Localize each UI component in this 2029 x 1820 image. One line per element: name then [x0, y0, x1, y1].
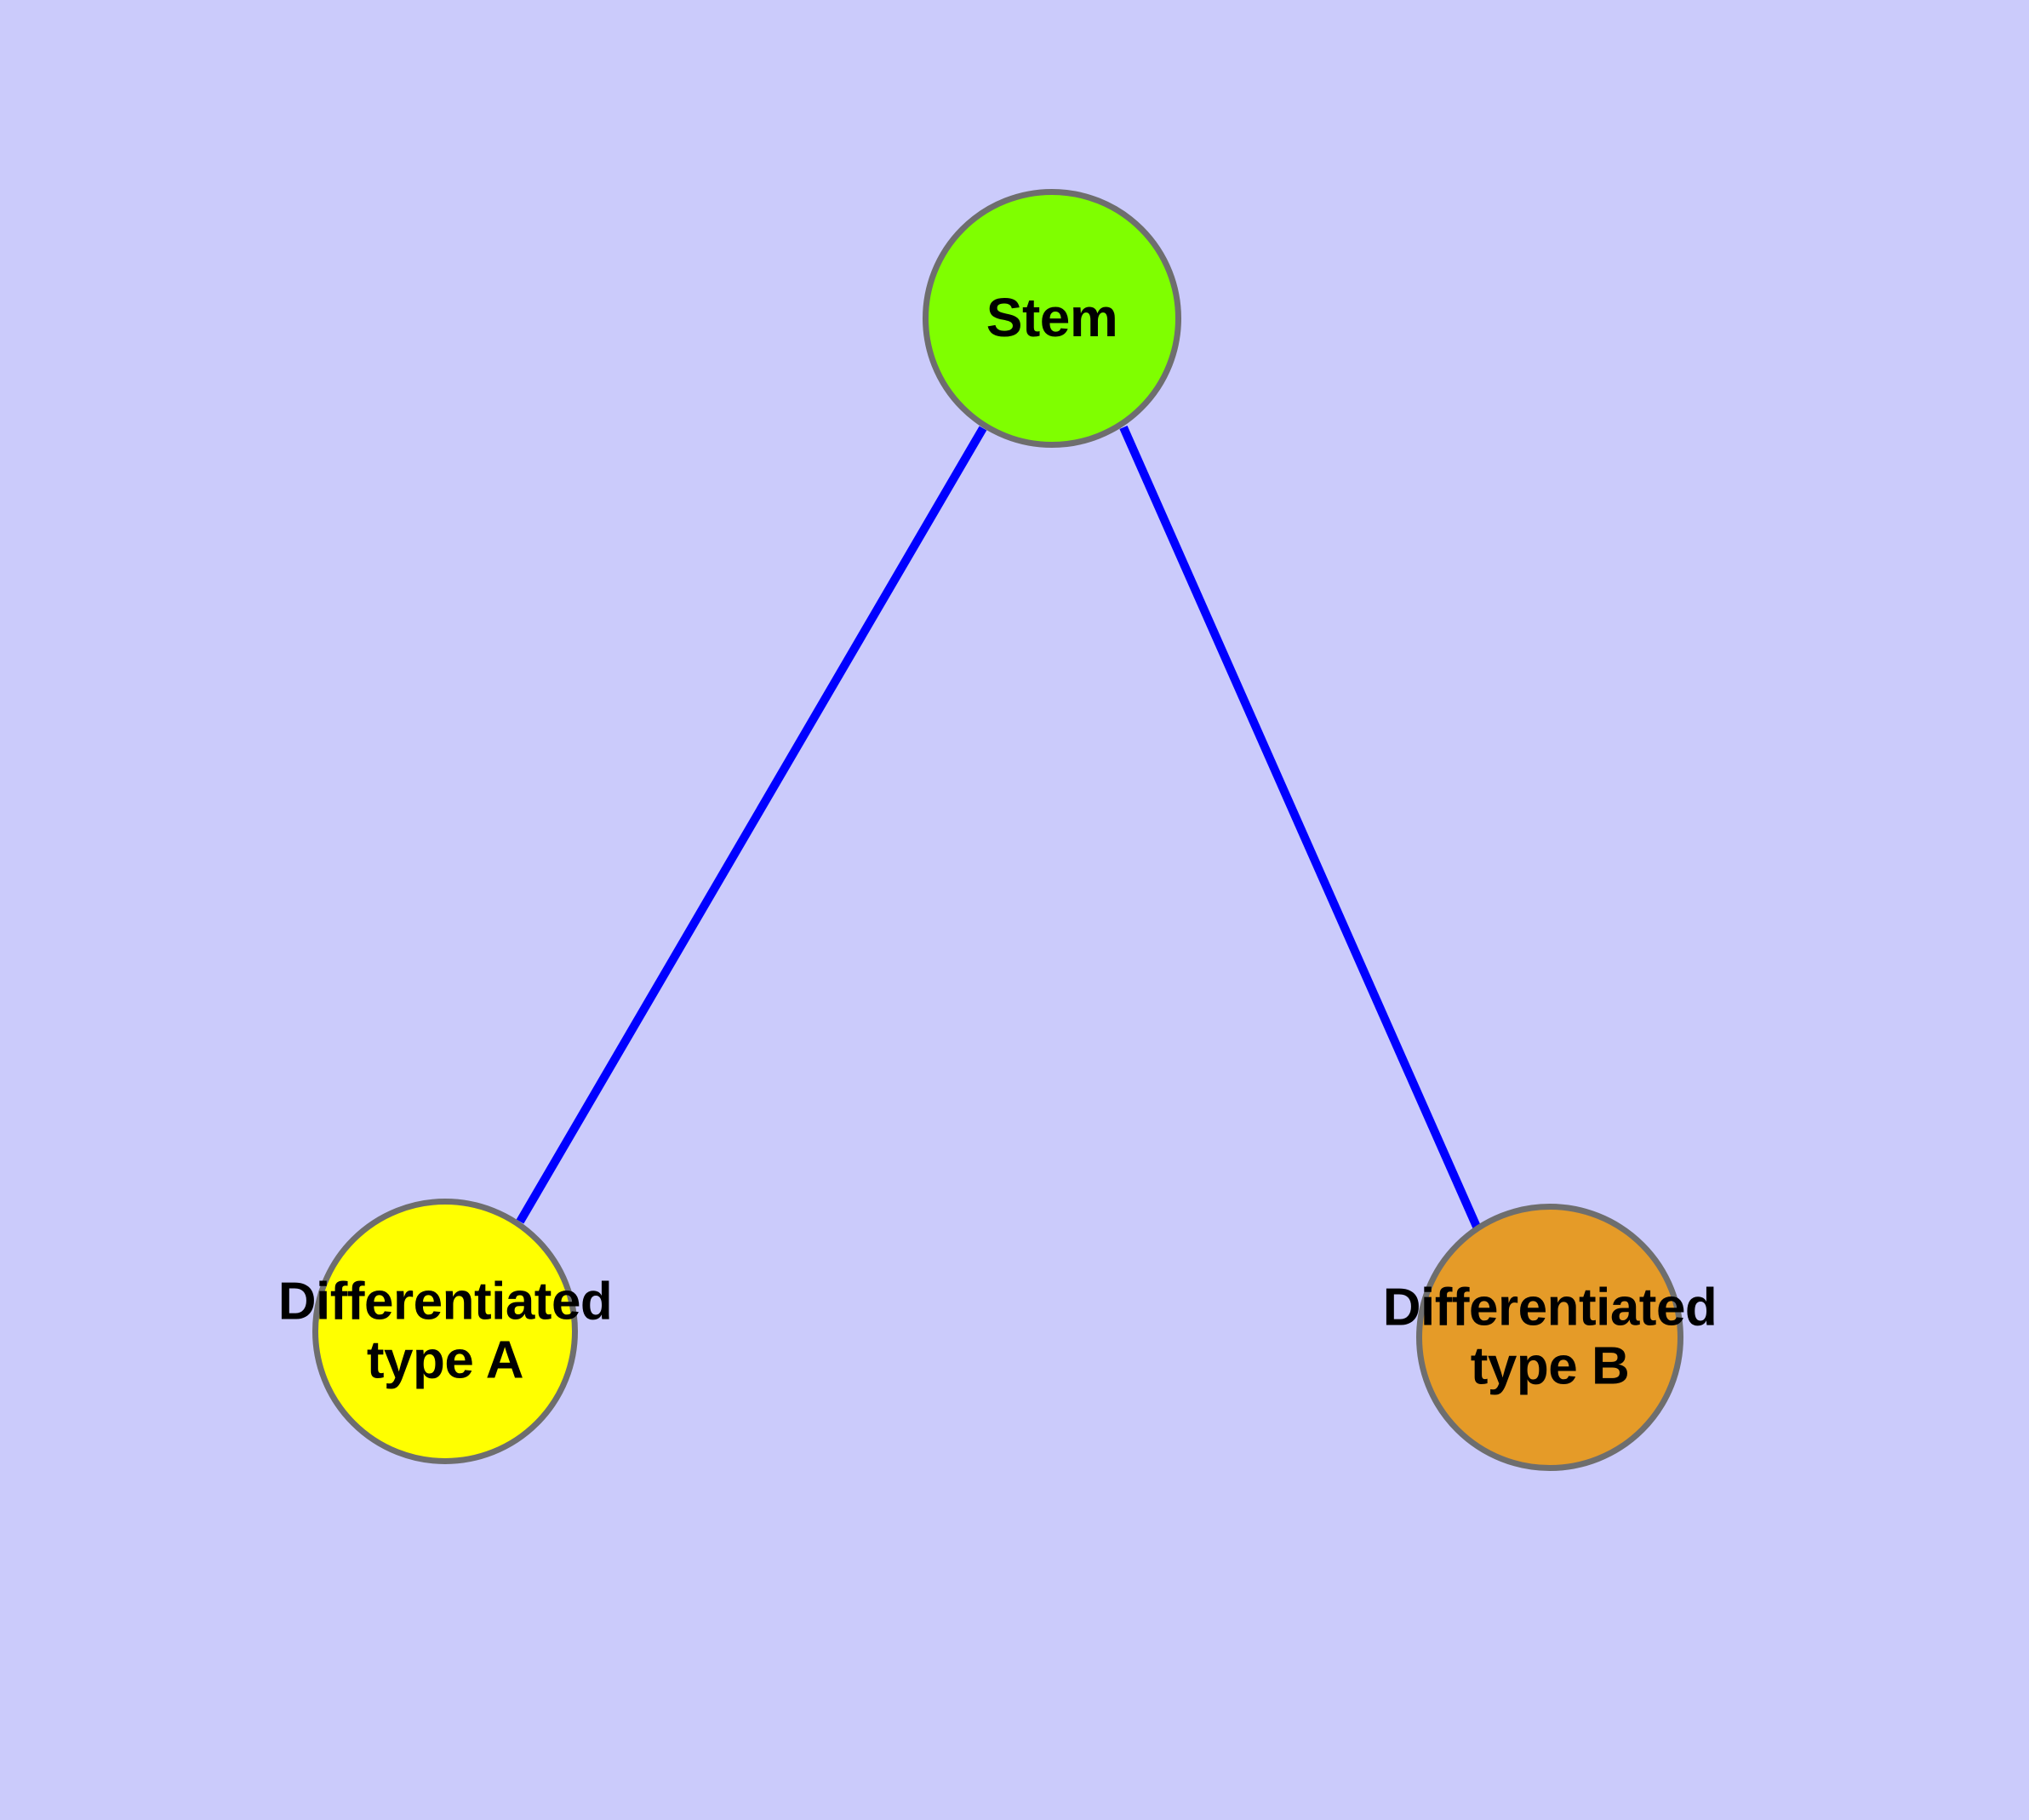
node-stem[interactable]: Stem — [923, 189, 1181, 448]
node-stem-circle[interactable] — [923, 189, 1181, 448]
node-differentiated-type-a[interactable]: Differentiated type A — [278, 1199, 613, 1464]
node-differentiated-type-b[interactable]: Differentiated type B — [1383, 1204, 1718, 1471]
edge-stem-to-diff-b — [1119, 425, 1481, 1229]
node-differentiated-type-b-circle[interactable] — [1416, 1204, 1683, 1471]
edge-stem-to-diff-a — [516, 426, 987, 1224]
node-differentiated-type-a-circle[interactable] — [312, 1199, 578, 1464]
